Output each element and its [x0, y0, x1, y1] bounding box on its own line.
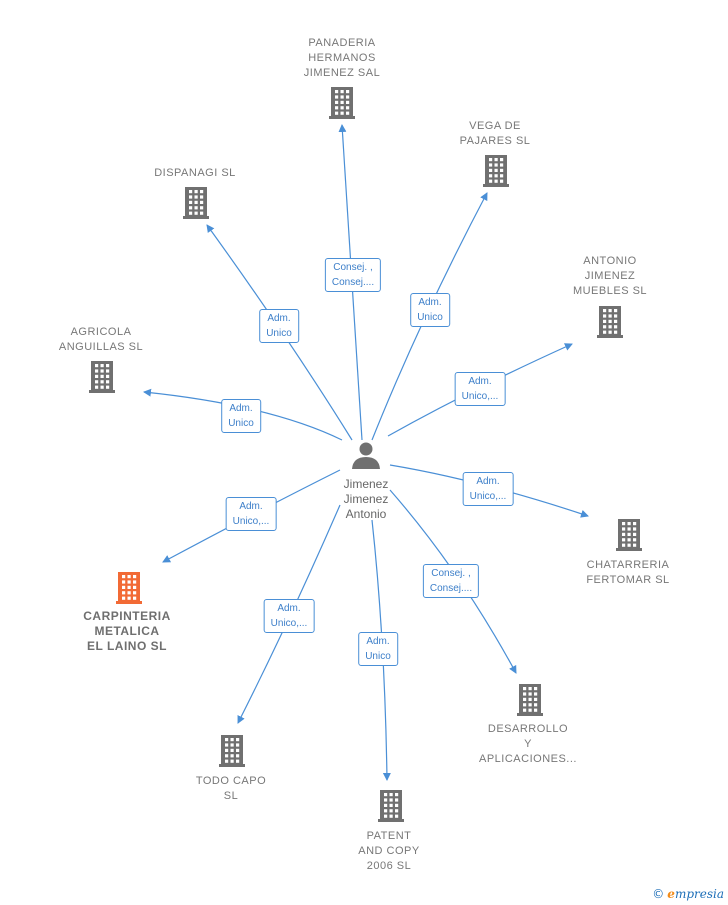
relation-text: Consej. ,	[431, 568, 471, 579]
brand-watermark: ©empresia	[652, 887, 724, 901]
copyright-symbol: ©	[652, 887, 665, 901]
company-label-dispanagi[interactable]: DISPANAGI SL	[154, 166, 236, 181]
relation-text: Unico	[417, 312, 443, 323]
company-label-line: TODO CAPO	[195, 775, 267, 787]
building-icon-desarrollo[interactable]	[517, 684, 543, 716]
relation-text: Unico	[228, 418, 254, 429]
relation-text: Adm.	[468, 376, 492, 387]
relation-text: Adm.	[366, 636, 390, 647]
brand-name: mpresia	[674, 887, 724, 901]
company-label-chatarreria[interactable]: CHATARRERIA FERTOMAR SL	[586, 558, 669, 588]
building-icon-chatarreria[interactable]	[616, 519, 642, 551]
person-icon-head	[359, 442, 373, 456]
company-label-line: HERMANOS	[308, 52, 376, 64]
company-label-todo[interactable]: TODO CAPO SL	[196, 774, 266, 804]
relation-text: Adm.	[418, 297, 442, 308]
company-label-line: DESARROLLO	[487, 723, 569, 735]
company-label-vega[interactable]: VEGA DE PAJARES SL	[460, 119, 531, 149]
company-label-line: ANGUILLAS SL	[58, 341, 144, 353]
company-label-line: METALICA	[94, 624, 160, 638]
relation-text: Adm.	[229, 403, 253, 414]
relation-text: Unico,...	[461, 391, 499, 402]
person-name-line: Jimenez	[343, 492, 389, 506]
company-label-line: VEGA DE	[469, 120, 521, 132]
relation-badge-agricola[interactable]: Adm. Unico	[221, 399, 261, 433]
company-label-patent[interactable]: PATENT AND COPY 2006 SL	[358, 829, 419, 874]
building-icon-antonio[interactable]	[597, 306, 623, 338]
company-label-agricola[interactable]: AGRICOLA ANGUILLAS SL	[59, 325, 143, 355]
relation-badge-antonio[interactable]: Adm. Unico,...	[454, 372, 506, 406]
company-label-antonio[interactable]: ANTONIO JIMENEZ MUEBLES SL	[573, 254, 647, 299]
company-label-line: EL LAINO SL	[87, 639, 167, 653]
company-label-line: FERTOMAR SL	[586, 574, 670, 586]
company-label-line: CHATARRERIA	[586, 559, 670, 571]
relation-text: Adm.	[277, 603, 301, 614]
brand-initial: e	[667, 887, 675, 901]
relation-text: Adm.	[239, 501, 263, 512]
building-icon-agricola[interactable]	[89, 361, 115, 393]
company-label-line: SL	[223, 790, 239, 802]
building-icon-patent[interactable]	[378, 790, 404, 822]
relation-badge-dispanagi[interactable]: Adm. Unico	[259, 309, 299, 343]
company-label-line: JIMENEZ	[584, 270, 636, 282]
relation-text: Adm.	[476, 476, 500, 487]
building-icon-dispanagi[interactable]	[183, 187, 209, 219]
relation-badge-carpinteria[interactable]: Adm. Unico,...	[225, 497, 277, 531]
relation-badge-vega[interactable]: Adm. Unico	[410, 293, 450, 327]
company-label-line: APLICACIONES...	[479, 753, 577, 765]
company-label-line: AGRICOLA	[70, 326, 132, 338]
company-label-line: MUEBLES SL	[572, 285, 648, 297]
relation-text: Consej....	[429, 583, 473, 594]
relation-badge-panaderia[interactable]: Consej. , Consej....	[324, 258, 382, 292]
relation-text: Unico,...	[232, 516, 270, 527]
company-label-line: Y	[524, 738, 532, 750]
building-icon-panaderia[interactable]	[329, 87, 355, 119]
person-name-line: Antonio	[345, 507, 387, 521]
company-label-line: JIMENEZ SAL	[303, 67, 381, 79]
company-label-line: PATENT	[366, 830, 412, 842]
company-label-line: PAJARES SL	[459, 135, 531, 147]
company-nodes	[89, 87, 642, 822]
relation-text: Unico	[365, 651, 391, 662]
relation-text: Consej. ,	[333, 262, 373, 273]
company-label-line: PANADERIA	[308, 37, 376, 49]
relation-text: Unico	[266, 328, 292, 339]
relation-badge-chatarreria[interactable]: Adm. Unico,...	[462, 472, 514, 506]
company-label-line: CARPINTERIA	[83, 609, 171, 623]
company-label-desarrollo[interactable]: DESARROLLO Y APLICACIONES...	[479, 722, 577, 767]
company-label-line: 2006 SL	[366, 860, 412, 872]
relation-text: Unico,...	[469, 491, 507, 502]
person-name-line: Jimenez	[343, 477, 389, 491]
company-label-line: ANTONIO	[583, 255, 637, 267]
person-icon	[352, 457, 380, 469]
relation-badge-desarrollo[interactable]: Consej. , Consej....	[422, 564, 480, 598]
company-label-panaderia[interactable]: PANADERIA HERMANOS JIMENEZ SAL	[304, 36, 380, 81]
building-icon-carpinteria[interactable]	[116, 572, 142, 604]
building-icon-vega[interactable]	[483, 155, 509, 187]
company-label-line: DISPANAGI SL	[154, 167, 236, 179]
relation-badge-patent[interactable]: Adm. Unico	[358, 632, 398, 666]
relation-text: Consej....	[331, 277, 375, 288]
building-icon-todo[interactable]	[219, 735, 245, 767]
company-label-line: AND COPY	[358, 845, 420, 857]
relation-text: Adm.	[267, 313, 291, 324]
relation-text: Unico,...	[270, 618, 308, 629]
person-node[interactable]	[352, 442, 380, 470]
relation-badge-todo[interactable]: Adm. Unico,...	[263, 599, 315, 633]
